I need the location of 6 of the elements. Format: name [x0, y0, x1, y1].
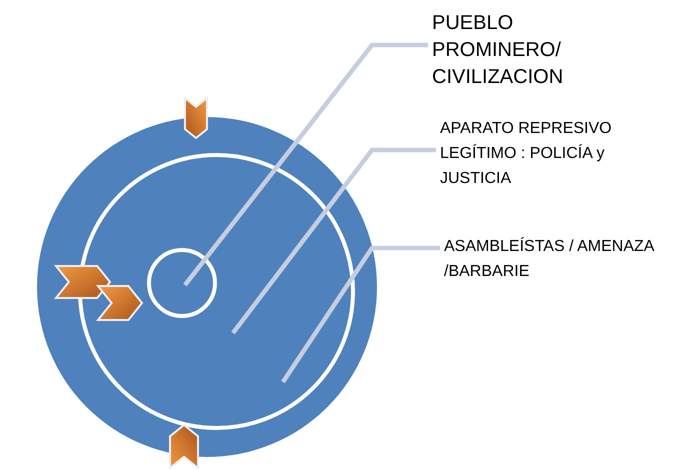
region-label: PUEBLO PROMINERO/ CIVILIZACION	[432, 10, 632, 91]
leader-line	[183, 42, 428, 286]
region-label: ASAMBLEÍSTAS / AMENAZA /BARBARIE	[444, 234, 684, 284]
leader-line	[231, 148, 436, 334]
leader-line	[281, 246, 440, 384]
region-label: APARATO REPRESIVO LEGÍTIMO : POLICÍA y JUSTICIA	[440, 116, 670, 191]
